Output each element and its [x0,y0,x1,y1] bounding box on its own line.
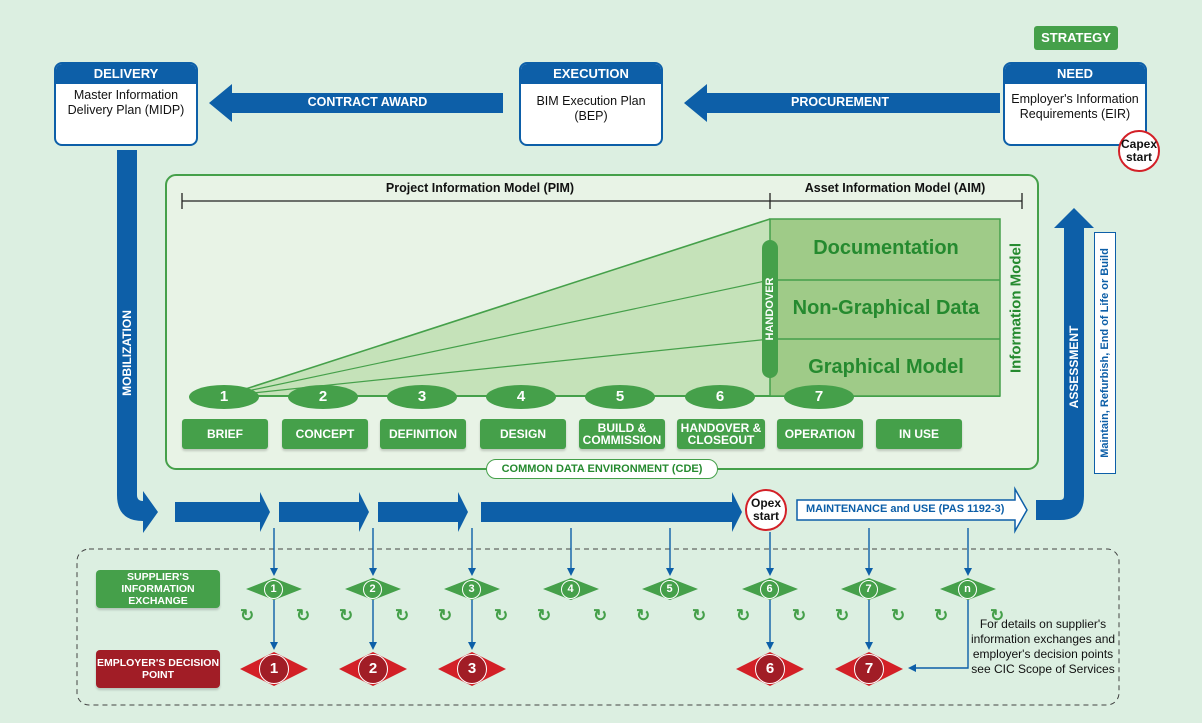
stage-operation: OPERATION [777,419,863,449]
delivery-box: DELIVERY Master Information Delivery Pla… [54,62,198,146]
maintenance-label: MAINTENANCE and USE (PAS 1192-3) [806,503,1005,515]
mobilization-arrow [117,150,158,533]
cycle-arrows-icon: ↻ [934,606,949,625]
mobilization-label: MOBILIZATION [120,310,134,396]
cycle-arrows-icon: ↻ [537,606,552,625]
cycle-arrows-icon: ↻ [636,606,651,625]
maintain-box [1094,232,1116,474]
cycle-arrows-icon: ↻ [990,606,1005,625]
delivery-body: Master Information Delivery Plan (MIDP) [67,88,185,117]
stage-handover-closeout: HANDOVER & CLOSEOUT [677,419,765,449]
decision-point-7: 7 [854,654,884,684]
stage-design: DESIGN [480,419,566,449]
contract-award-label: CONTRACT AWARD [307,95,428,109]
stage-brief: BRIEF [182,419,268,449]
procurement-label: PROCUREMENT [791,95,889,109]
decision-point-3: 3 [457,654,487,684]
cycle-arrows-icon: ↻ [296,606,311,625]
stage-number-7: 7 [784,385,854,409]
decision-point-2: 2 [358,654,388,684]
delivery-title: DELIVERY [56,64,196,84]
exchange-diamonds [246,578,996,600]
cde-label: COMMON DATA ENVIRONMENT (CDE) [486,459,718,479]
exchange-point-4: 4 [561,580,580,599]
exchange-point-2: 2 [363,580,382,599]
assessment-arrow [1036,208,1094,520]
cycle-arrows-icon: ↻ [736,606,751,625]
aim-label: Asset Information Model (AIM) [804,181,986,195]
stage-number-1: 1 [189,385,259,409]
cycle-arrows-icon: ↻ [593,606,608,625]
execution-box: EXECUTION BIM Execution Plan (BEP) [519,62,663,146]
model-bracket [181,193,1023,209]
aim-block [769,218,1001,397]
handover-bar [762,240,778,378]
cycle-arrows-icon: ↻ [692,606,707,625]
contract-award-arrow [209,84,503,122]
stage-concept: CONCEPT [282,419,368,449]
cycle-arrows-icon: ↻ [395,606,410,625]
maintenance-arrow [796,486,1028,534]
information-model-label: Information Model [1007,243,1025,373]
need-title: NEED [1005,64,1145,84]
exchange-point-7: 7 [859,580,878,599]
stage-arrow-1 [175,492,270,532]
exchange-point-1: 1 [264,580,283,599]
decision-region [76,548,1120,706]
supplier-exchange-label: SUPPLIER'S INFORMATION EXCHANGE [96,570,220,608]
cycle-arrows-icon: ↻ [494,606,509,625]
exchange-point-6: 6 [760,580,779,599]
need-box: NEED Employer's Information Requirements… [1003,62,1147,146]
maintain-label: Maintain, Refurbish, End of Life or Buil… [1099,248,1111,458]
connector-lines [270,528,972,672]
cycle-arrows-icon: ↻ [891,606,906,625]
stage-number-5: 5 [585,385,655,409]
stage-number-4: 4 [486,385,556,409]
stage-in-use: IN USE [876,419,962,449]
opex-start-marker: Opex start [745,489,787,531]
execution-title: EXECUTION [521,64,661,84]
pim-label: Project Information Model (PIM) [385,181,575,195]
cycle-arrows-icon: ↻ [438,606,453,625]
execution-body: BIM Execution Plan (BEP) [536,94,646,123]
assessment-label: ASSESSMENT [1067,325,1081,409]
exchange-point-5: 5 [660,580,679,599]
cycle-arrows-icon: ↻ [240,606,255,625]
scope-note: For details on supplier's information ex… [970,617,1116,676]
employer-decision-label: EMPLOYER'S DECISION POINT [96,650,220,688]
non-graphical-data-band: Non-Graphical Data [792,297,980,319]
stage-build-commission: BUILD & COMMISSION [579,419,665,449]
stage-number-6: 6 [685,385,755,409]
decision-point-6: 6 [755,654,785,684]
handover-bar-label: HANDOVER [764,277,776,341]
cycle-arrows-icon: ↻ [792,606,807,625]
stage-arrow-3 [378,492,468,532]
exchange-point-3: 3 [462,580,481,599]
procurement-arrow [684,84,1000,122]
stage-definition: DEFINITION [380,419,466,449]
capex-start-marker: Capex start [1118,130,1160,172]
stage-arrow-2 [279,492,369,532]
need-body: Employer's Information Requirements (EIR… [1011,92,1139,121]
stage-number-2: 2 [288,385,358,409]
cycle-arrows-icon: ↻ [835,606,850,625]
stage-number-3: 3 [387,385,457,409]
exchange-point-n: n [958,580,977,599]
decision-point-1: 1 [259,654,289,684]
strategy-tab: STRATEGY [1034,26,1118,50]
graphical-model-band: Graphical Model [808,356,964,378]
documentation-band: Documentation [813,237,959,259]
stage-arrow-long [481,492,742,532]
cycle-arrows-icon: ↻ [339,606,354,625]
decision-diamonds [240,652,903,686]
